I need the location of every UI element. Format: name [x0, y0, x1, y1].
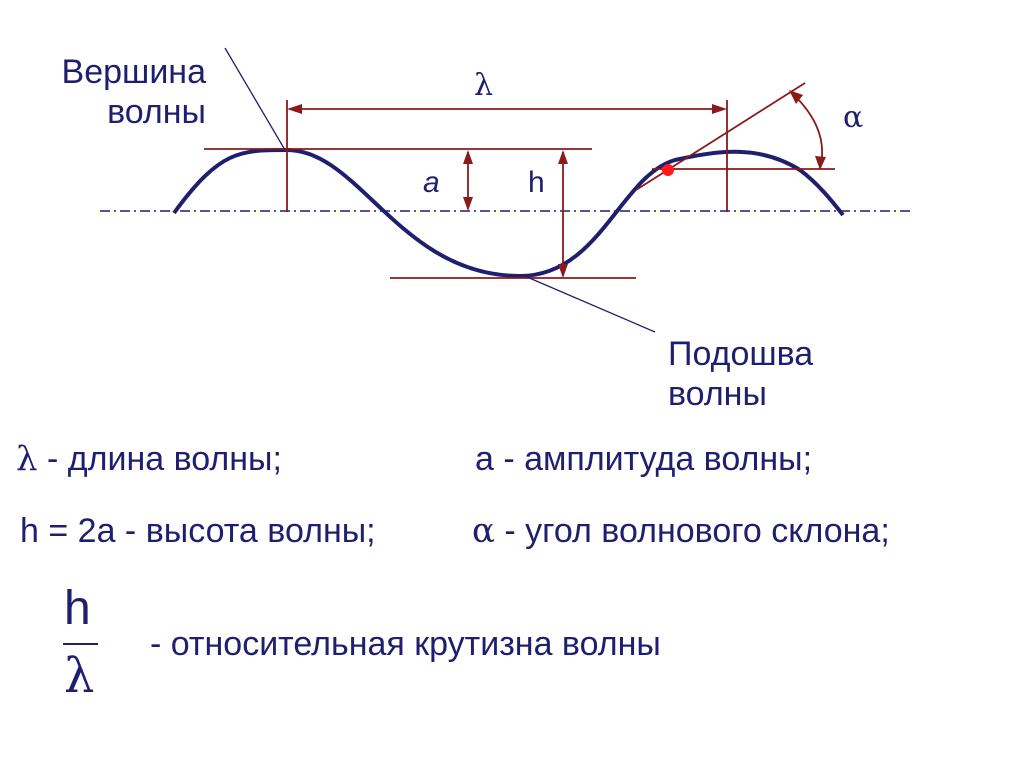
- trough-label-line2: волны: [668, 375, 767, 413]
- formula-numerator: h: [64, 582, 91, 635]
- amplitude-label: a: [423, 166, 440, 199]
- trough-label-line1: Подошва: [668, 335, 814, 373]
- crest-label-line1: Вершина: [61, 53, 206, 91]
- alpha-label: α: [843, 100, 864, 135]
- height-arrowhead-bottom: [558, 264, 568, 278]
- legend-amplitude: a - амплитуда волны;: [475, 440, 813, 478]
- legend-slope-angle-text: - угол волнового склона;: [494, 512, 890, 550]
- crest-label: Вершина волны: [40, 52, 206, 132]
- crest-leader-line: [224, 47, 286, 151]
- legend-wavelength: λ - длина волны;: [16, 439, 282, 479]
- trough-leader-line: [526, 276, 656, 333]
- legend-lambda-symbol: λ: [16, 439, 38, 479]
- legend-height: h = 2a - высота волны;: [20, 512, 376, 550]
- formula-denominator: λ: [64, 648, 95, 704]
- legend-alpha-symbol: α: [472, 511, 495, 551]
- lambda-label: λ: [474, 68, 494, 103]
- height-arrowhead-top: [558, 150, 568, 164]
- lambda-arrowhead-left: [287, 104, 302, 114]
- angle-arrowhead-top: [789, 90, 803, 104]
- slope-tangent-line: [635, 82, 806, 191]
- trough-label: Подошва волны: [668, 334, 813, 414]
- wave-profile: [172, 147, 845, 279]
- amplitude-arrowhead-bottom: [463, 197, 473, 211]
- amplitude-arrowhead-top: [463, 150, 473, 164]
- formula-description: - относительная крутизна волны: [150, 625, 661, 663]
- legend-slope-angle: α - угол волнового склона;: [472, 511, 890, 551]
- lambda-arrowhead-right: [712, 104, 727, 114]
- legend-wavelength-text: - длина волны;: [37, 440, 282, 478]
- crest-label-line2: волны: [107, 93, 206, 131]
- slope-point: [662, 164, 674, 176]
- height-label: h: [528, 166, 545, 199]
- angle-arrowhead-bottom: [815, 156, 826, 170]
